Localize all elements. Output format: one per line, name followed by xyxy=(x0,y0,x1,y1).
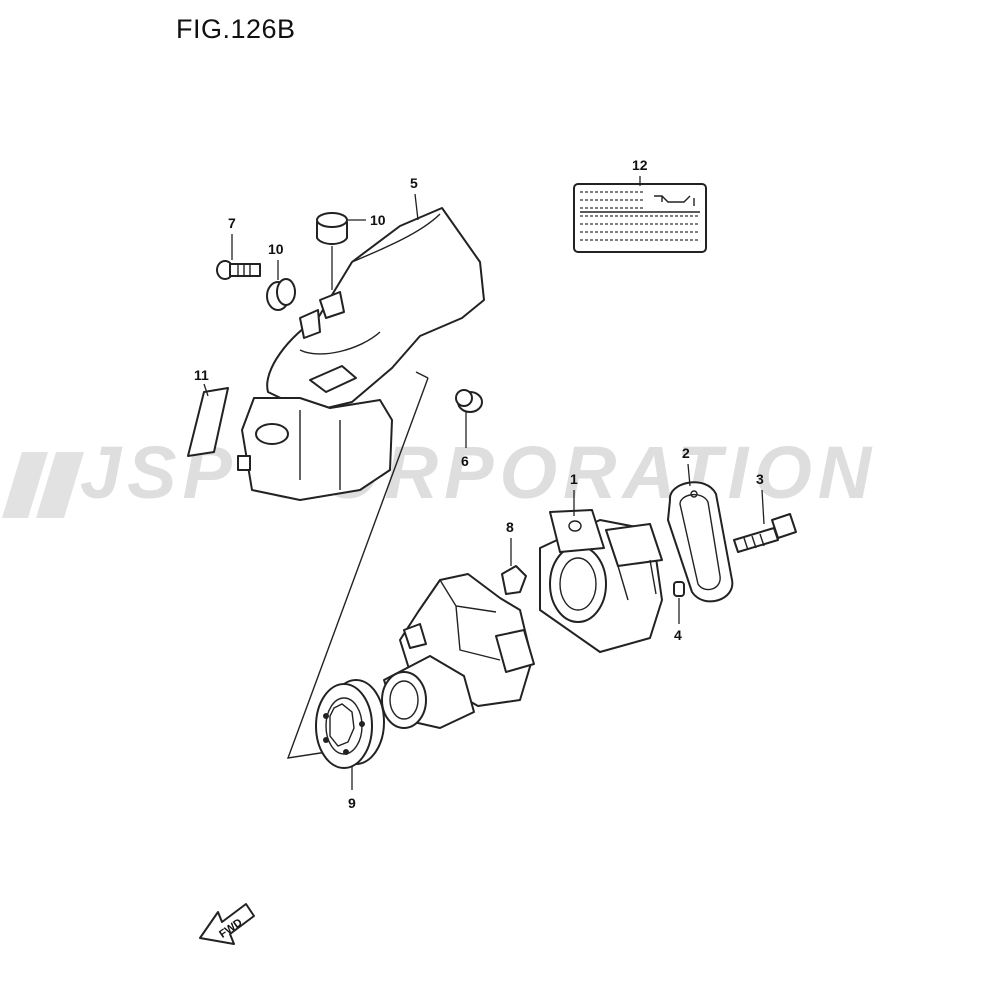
callout-6-label: 6 xyxy=(461,453,469,469)
callout-7-label: 7 xyxy=(228,215,236,231)
callout-10a-label: 10 xyxy=(370,212,386,228)
gasket xyxy=(667,481,734,603)
callout-2-leader xyxy=(687,463,691,487)
intake-pipe xyxy=(381,655,475,729)
callout-12-label: 12 xyxy=(632,157,648,173)
grommet-top xyxy=(316,212,348,245)
watermark-logo xyxy=(2,452,84,518)
callout-3-leader xyxy=(761,489,765,525)
callout-5-label: 5 xyxy=(410,175,418,191)
screw xyxy=(216,260,261,280)
callout-4-label: 4 xyxy=(674,627,682,643)
callout-2-label: 2 xyxy=(682,445,690,461)
caution-label xyxy=(573,183,707,253)
pulley xyxy=(315,679,385,769)
callout-11-leader xyxy=(203,383,209,397)
grommet xyxy=(455,389,483,413)
callout-1-label: 1 xyxy=(570,471,578,487)
callout-10b-label: 10 xyxy=(268,241,284,257)
assembly-outline-top xyxy=(415,371,429,379)
pin xyxy=(673,581,685,597)
bolt xyxy=(733,513,797,553)
callout-9-label: 9 xyxy=(348,795,356,811)
callout-5-leader xyxy=(414,193,419,221)
callout-11-label: 11 xyxy=(194,367,209,383)
fwd-arrow: FWD xyxy=(199,903,255,945)
intake-case xyxy=(237,207,485,501)
throttle-body xyxy=(539,509,663,653)
callout-3-label: 3 xyxy=(756,471,764,487)
grommet-side xyxy=(266,278,296,311)
label-sticker xyxy=(187,387,229,457)
cushion xyxy=(501,565,527,595)
figure-title: FIG.126B xyxy=(176,14,296,44)
callout-8-label: 8 xyxy=(506,519,514,535)
